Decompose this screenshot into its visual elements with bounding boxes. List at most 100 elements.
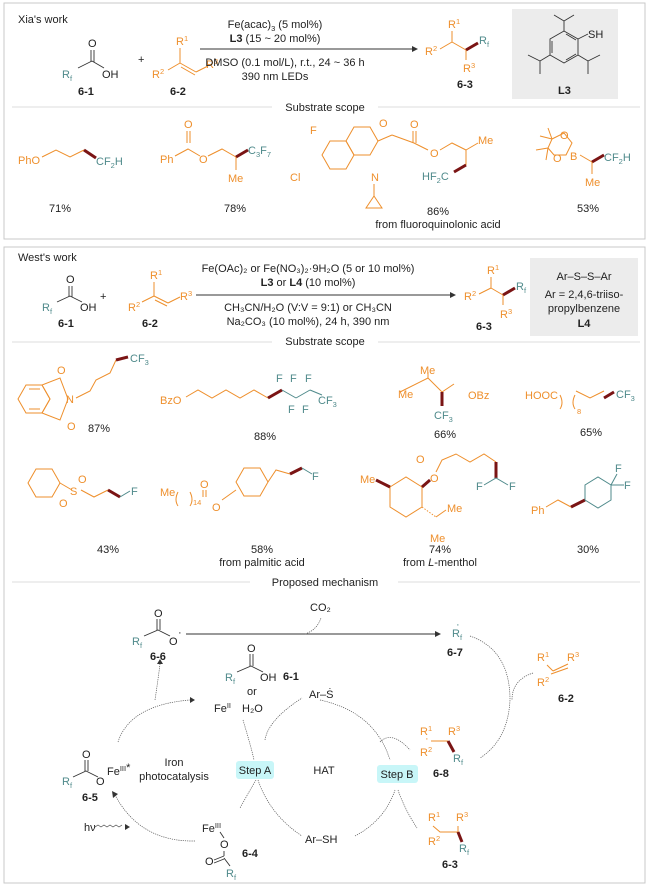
light-wave-icon	[94, 824, 123, 828]
svg-text:6-2: 6-2	[558, 693, 574, 705]
svg-text:O: O	[220, 839, 229, 851]
svg-text:F: F	[290, 373, 297, 385]
svg-text:Rf: Rf	[42, 302, 53, 316]
svg-text:FeII: FeII	[214, 701, 231, 715]
svg-text:O: O	[66, 274, 75, 286]
svg-text:·: ·	[456, 619, 460, 631]
svg-text:78%: 78%	[224, 203, 246, 215]
iron-label: Iron	[165, 757, 184, 769]
svg-text:O: O	[212, 502, 221, 514]
svg-text:CF2H: CF2H	[604, 152, 631, 166]
west-substrate-3: Me Me OBz CF3 66%	[398, 365, 489, 441]
photocatalysis-label: photocatalysis	[139, 771, 209, 783]
compound-6-2-west: R1 R2 R3 6-2	[128, 268, 192, 330]
svg-text:Ar = 2,4,6-triiso-: Ar = 2,4,6-triiso-	[545, 289, 624, 301]
ligand-L3: SH L3	[512, 9, 618, 99]
svg-text:OH: OH	[260, 672, 277, 684]
svg-text:53%: 53%	[577, 203, 599, 215]
svg-text:Na₂CO₃ (10 mol%), 24 h, 390 nm: Na₂CO₃ (10 mol%), 24 h, 390 nm	[227, 316, 390, 328]
svg-text:O: O	[67, 421, 76, 433]
svg-text:Rf: Rf	[225, 672, 236, 686]
co2-label: CO₂	[310, 602, 331, 614]
svg-text:6-5: 6-5	[82, 792, 98, 804]
radical-6-7: Rf · 6-7	[447, 619, 463, 659]
panel-title-xia: Xia's work	[18, 14, 68, 26]
svg-text:R2: R2	[428, 834, 440, 848]
plus-sign: +	[138, 54, 144, 66]
svg-text:88%: 88%	[254, 431, 276, 443]
svg-text:R1: R1	[420, 724, 432, 738]
intermediate-6-5: O Rf O FeIII* 6-5	[62, 749, 131, 804]
svg-text:SH: SH	[588, 29, 603, 41]
svg-text:OH: OH	[102, 69, 119, 81]
svg-text:O: O	[205, 856, 214, 868]
svg-text:S: S	[70, 486, 77, 498]
svg-text:O: O	[57, 365, 66, 377]
conditions-west: Fe(OAc)₂ or Fe(NO₃)₂·9H₂O (5 or 10 mol%)…	[196, 263, 456, 328]
svg-text:O: O	[82, 749, 91, 761]
svg-text:8: 8	[577, 407, 581, 416]
svg-text:O: O	[560, 130, 569, 142]
compound-6-3-xia: R1 R2 Rf R3 6-3	[425, 17, 490, 91]
svg-text:43%: 43%	[97, 544, 119, 556]
svg-text:6-3: 6-3	[442, 859, 458, 871]
west-substrate-6: Me 14 O O F 58% from palmitic acid	[160, 466, 319, 569]
svg-text:6-1: 6-1	[78, 86, 94, 98]
svg-text:R2: R2	[425, 44, 437, 58]
svg-text:F: F	[288, 404, 295, 416]
svg-text:O: O	[199, 154, 208, 166]
svg-text:6-2: 6-2	[170, 86, 186, 98]
svg-text:Rf: Rf	[516, 281, 527, 295]
svg-text:Rf: Rf	[453, 753, 464, 767]
intermediate-6-6: O Rf O· 6-6	[132, 608, 182, 663]
svg-text:B: B	[570, 151, 577, 163]
panel-west	[3, 246, 646, 884]
alkene-6-2: R1 R3 R2 6-2	[537, 650, 579, 705]
step-a-badge	[236, 761, 274, 779]
svg-text:F: F	[305, 373, 312, 385]
svg-text:R3: R3	[500, 307, 512, 321]
svg-text:HF2C: HF2C	[422, 171, 449, 185]
svg-text:Ph: Ph	[531, 505, 544, 517]
mechanism-6-1: O Rf OH 6-1 or FeII H₂O	[214, 643, 299, 715]
svg-text:Rf: Rf	[452, 628, 463, 642]
svg-text:Me: Me	[398, 389, 413, 401]
svg-text:R3: R3	[463, 61, 475, 75]
xia-substrate-1: PhO CF2H 71%	[18, 148, 123, 215]
compound-6-1-xia: O Rf OH 6-1	[62, 38, 119, 98]
svg-text:OH: OH	[80, 302, 97, 314]
west-substrate-4: HOOC 8 CF3 65%	[525, 389, 635, 439]
svg-text:65%: 65%	[580, 427, 602, 439]
svg-text:Fe(acac)3 (5 mol%): Fe(acac)3 (5 mol%)	[228, 19, 323, 33]
svg-text:58%: 58%	[251, 544, 273, 556]
svg-text:R2: R2	[152, 67, 164, 81]
step-b-badge	[377, 765, 418, 783]
svg-text:Me: Me	[585, 177, 600, 189]
svg-text:CF3: CF3	[434, 410, 453, 424]
svg-text:R3: R3	[456, 810, 468, 824]
svg-text:6-4: 6-4	[242, 848, 259, 860]
compound-6-1-west: O Rf OH 6-1	[42, 274, 97, 330]
svg-text:R3: R3	[180, 289, 192, 303]
svg-text:Cl: Cl	[290, 172, 300, 184]
svg-text:86%: 86%	[427, 206, 449, 218]
svg-text:R1: R1	[176, 34, 188, 48]
svg-text:BzO: BzO	[160, 395, 182, 407]
west-substrate-1: OO N CF3 87%	[17, 353, 149, 435]
svg-text:O: O	[430, 148, 439, 160]
svg-text:71%: 71%	[49, 203, 71, 215]
svg-text:FeIII: FeIII	[202, 821, 221, 835]
svg-text:Me: Me	[228, 173, 243, 185]
svg-text:6-2: 6-2	[142, 318, 158, 330]
svg-text:F: F	[276, 373, 283, 385]
svg-text:O: O	[410, 119, 419, 131]
svg-text:R1: R1	[537, 650, 549, 664]
svg-text:6-6: 6-6	[150, 651, 166, 663]
svg-text:6-7: 6-7	[447, 647, 463, 659]
west-substrate-8: Ph FF 30%	[531, 463, 631, 556]
svg-text:F: F	[476, 481, 483, 493]
svg-text:R3: R3	[206, 57, 218, 71]
conditions-xia: Fe(acac)3 (5 mol%) L3 (15 ~ 20 mol%) DMS…	[200, 19, 418, 83]
